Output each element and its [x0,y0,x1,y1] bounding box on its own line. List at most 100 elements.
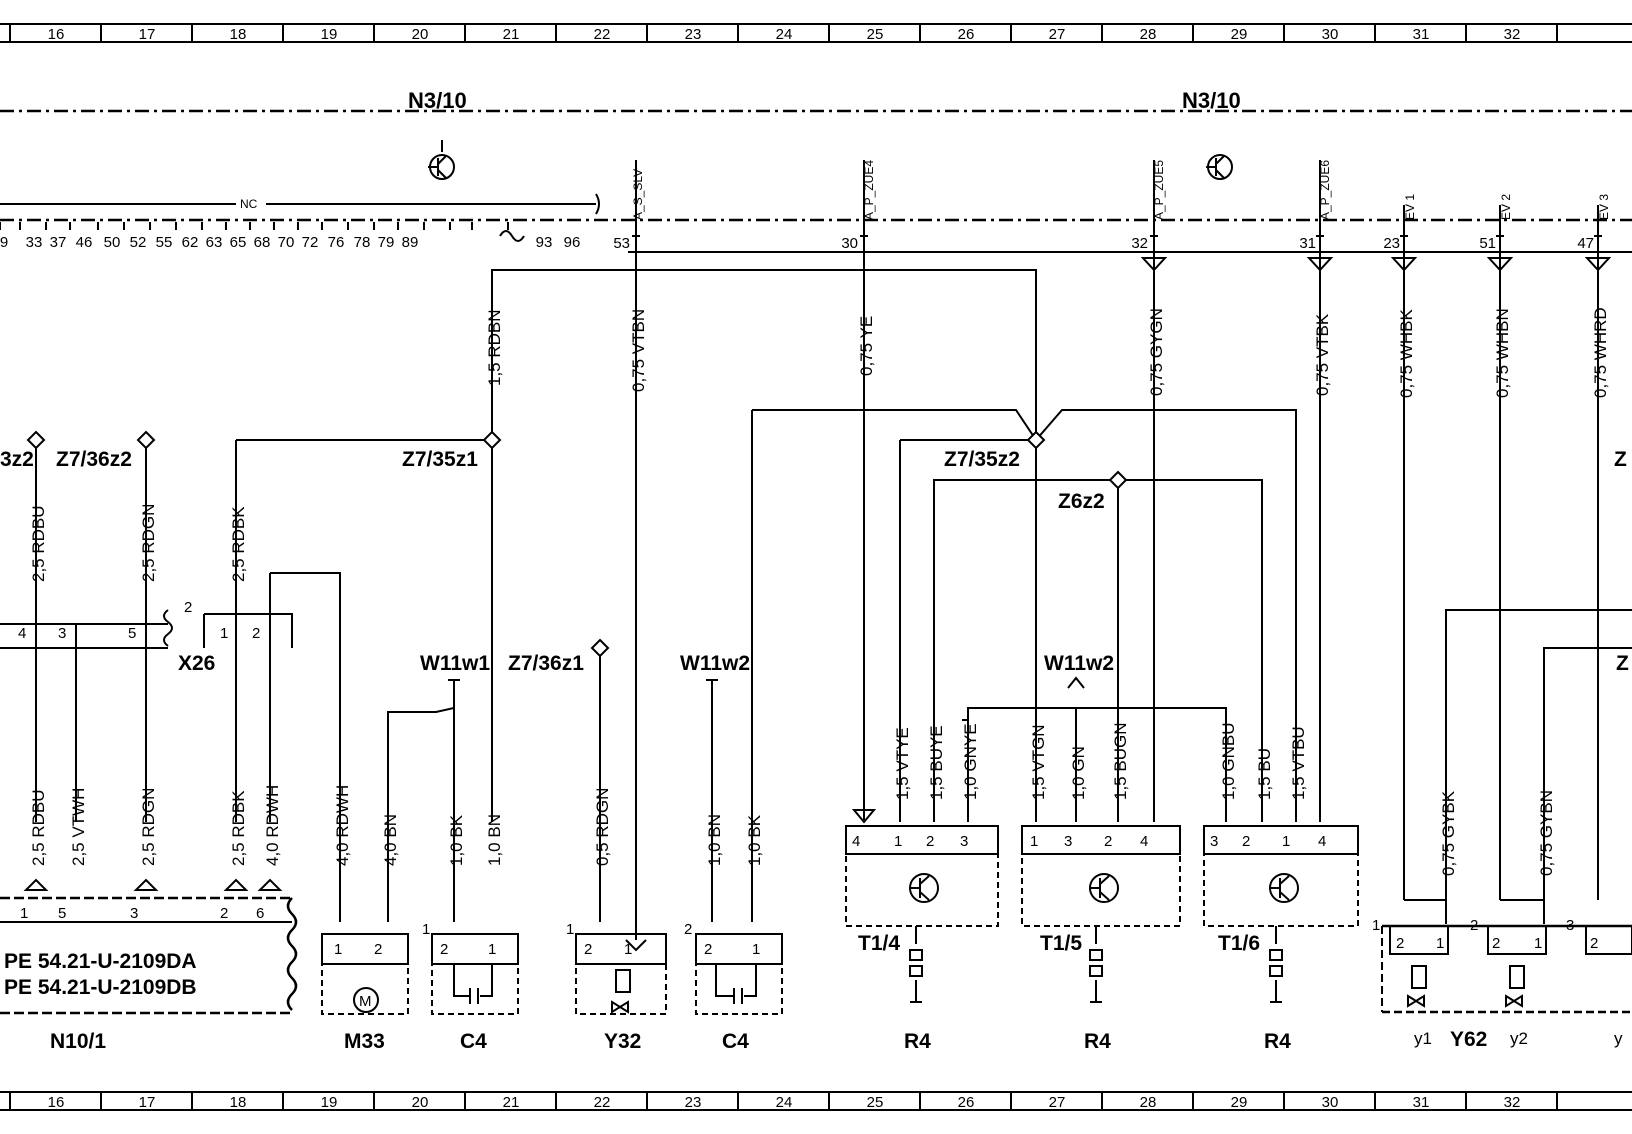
ruler-num: 24 [776,1094,793,1111]
t15-pins: 1 3 2 4 [1030,833,1148,850]
module-border [0,109,1632,222]
wire-label: 0,5 RDGN [593,788,612,866]
ruler-num: 32 [1504,1094,1521,1111]
pin-number: 2 [1396,935,1404,952]
wire-label: 1,5 BUGN [1111,723,1130,800]
pin-number: 1 [20,905,28,922]
pin-number: 70 [278,234,295,251]
pin-number: 1 [488,941,496,958]
wire-label: 2,5 RDBK [229,790,248,866]
pin-number: 4 [852,833,860,850]
pins-row: 9 33 37 46 50 52 55 62 63 65 68 70 72 76… [0,234,580,251]
component-label: Y62 [1450,1028,1487,1051]
wire-label: 2,5 RDGN [139,788,158,866]
pe-code-1: PE 54.21-U-2109DA [4,950,197,973]
signal-pins: 53 30 32 31 23 51 47 [613,235,1594,252]
wire-label: 0,75 GYBN [1537,790,1556,876]
wire-label: 2,5 VTWH [69,788,88,866]
ruler-num: 32 [1504,26,1521,43]
signal-label: A_P_ZUE6 [1318,160,1332,220]
pin-number: 1 [894,833,902,850]
component-label: C4 [460,1030,487,1053]
ruler-num: 29 [1231,1094,1248,1111]
wire-label: 2,5 RDBU [29,789,48,866]
module-name-left: N3/10 [408,88,467,113]
pin-number: 37 [50,234,67,251]
n10-1-block [0,896,298,1015]
ruler-num: 30 [1322,26,1339,43]
pin-number: 6 [256,905,264,922]
wire-label: 4,0 RDWH [263,785,282,866]
pin-number: 1 [752,941,760,958]
y32-block [575,933,667,1015]
c4-left-pins: 1 2 1 [422,921,496,958]
pin-number: 2 [1242,833,1250,850]
spark-plug-icon [909,926,1283,1003]
module-name-right: N3/10 [1182,88,1241,113]
t1-blocks [845,825,1359,927]
ground-arrow-icon [23,878,283,891]
component-label: R4 [1084,1030,1111,1053]
wire-label: 1,0 BN [485,814,504,866]
pin-number: 5 [58,905,66,922]
ruler-num: 27 [1049,26,1066,43]
ruler-num: 26 [958,26,975,43]
pin-number: 55 [156,234,173,251]
wire-labels-t14: 1,5 VTYE 1,5 BUYE 1,0 GNYE [893,723,980,800]
ruler-num: 30 [1322,1094,1339,1111]
ruler-num: 22 [594,26,611,43]
signal-label: A_P_ZUE5 [1152,160,1166,220]
wire-label: 2,5 RDBK [229,506,248,582]
pin-number: 78 [354,234,371,251]
ground-arrow-icon [1140,236,1612,272]
m33-pins: 1 2 [334,941,382,958]
c4-left-block [431,933,519,1015]
pin-number: 2 [252,625,260,642]
pin-number: 4 [1318,833,1326,850]
valve-label: y2 [1510,1029,1528,1048]
pin-number: 2 [1104,833,1112,850]
wire-label: 0,75 GYGN [1147,308,1166,396]
pin-number: 4 [18,625,26,642]
wire-labels-top: 1,5 RDBN 0,75 VTBN 0,75 YE 0,75 GYGN 0,7… [485,307,1610,398]
signal-pin: 30 [841,235,858,252]
wire-label: 1,0 GNYE [961,723,980,800]
wire-label: 0,75 WHBN [1493,308,1512,398]
bottom-ruler [0,1091,1632,1111]
signal-pin: 47 [1577,235,1594,252]
wire-labels-mid: 2,5 RDBU 2,5 RDGN 2,5 RDBK [29,504,248,582]
splice-label: Z6z2 [1058,490,1105,513]
connector-label: W11w1 [420,652,490,675]
component-label: T1/5 [1040,932,1082,955]
y62-pins: 1 2 1 2 2 1 3 2 [1372,917,1598,952]
pin-number: 62 [182,234,199,251]
pin-number: 79 [378,234,395,251]
pin-number: 2 [220,905,228,922]
ruler-num: 17 [139,26,156,43]
signal-pin: 32 [1131,235,1148,252]
component-label: T1/4 [858,932,900,955]
y62-block [1381,899,1632,1014]
component-label: R4 [1264,1030,1291,1053]
pin-number: 2 [684,921,692,938]
ruler-num: 31 [1413,26,1430,43]
signal-label: A_P_ZUE4 [862,160,876,220]
wire-label: 0,75 YE [857,316,876,376]
c4-right-pins: 2 2 1 [684,921,760,958]
splice-label: Z7/36z2 [56,448,132,471]
pin-number: 5 [128,625,136,642]
c4-right-block [695,933,783,1015]
pin-number: 2 [374,941,382,958]
pin-number: 1 [1534,935,1542,952]
signal-label: A_S_SLV [631,169,645,220]
wire-label: 4,0 BN [381,814,400,866]
signal-pin: 23 [1383,235,1400,252]
wire-label: 1,0 GNBU [1219,723,1238,800]
component-label: R4 [904,1030,931,1053]
pin-number: 2 [926,833,934,850]
n10-pins: 1 5 3 2 6 [20,905,264,922]
pin-number: 1 [1030,833,1038,850]
pin-number: 2 [584,941,592,958]
t14-pins: 4 1 2 3 [852,833,968,850]
